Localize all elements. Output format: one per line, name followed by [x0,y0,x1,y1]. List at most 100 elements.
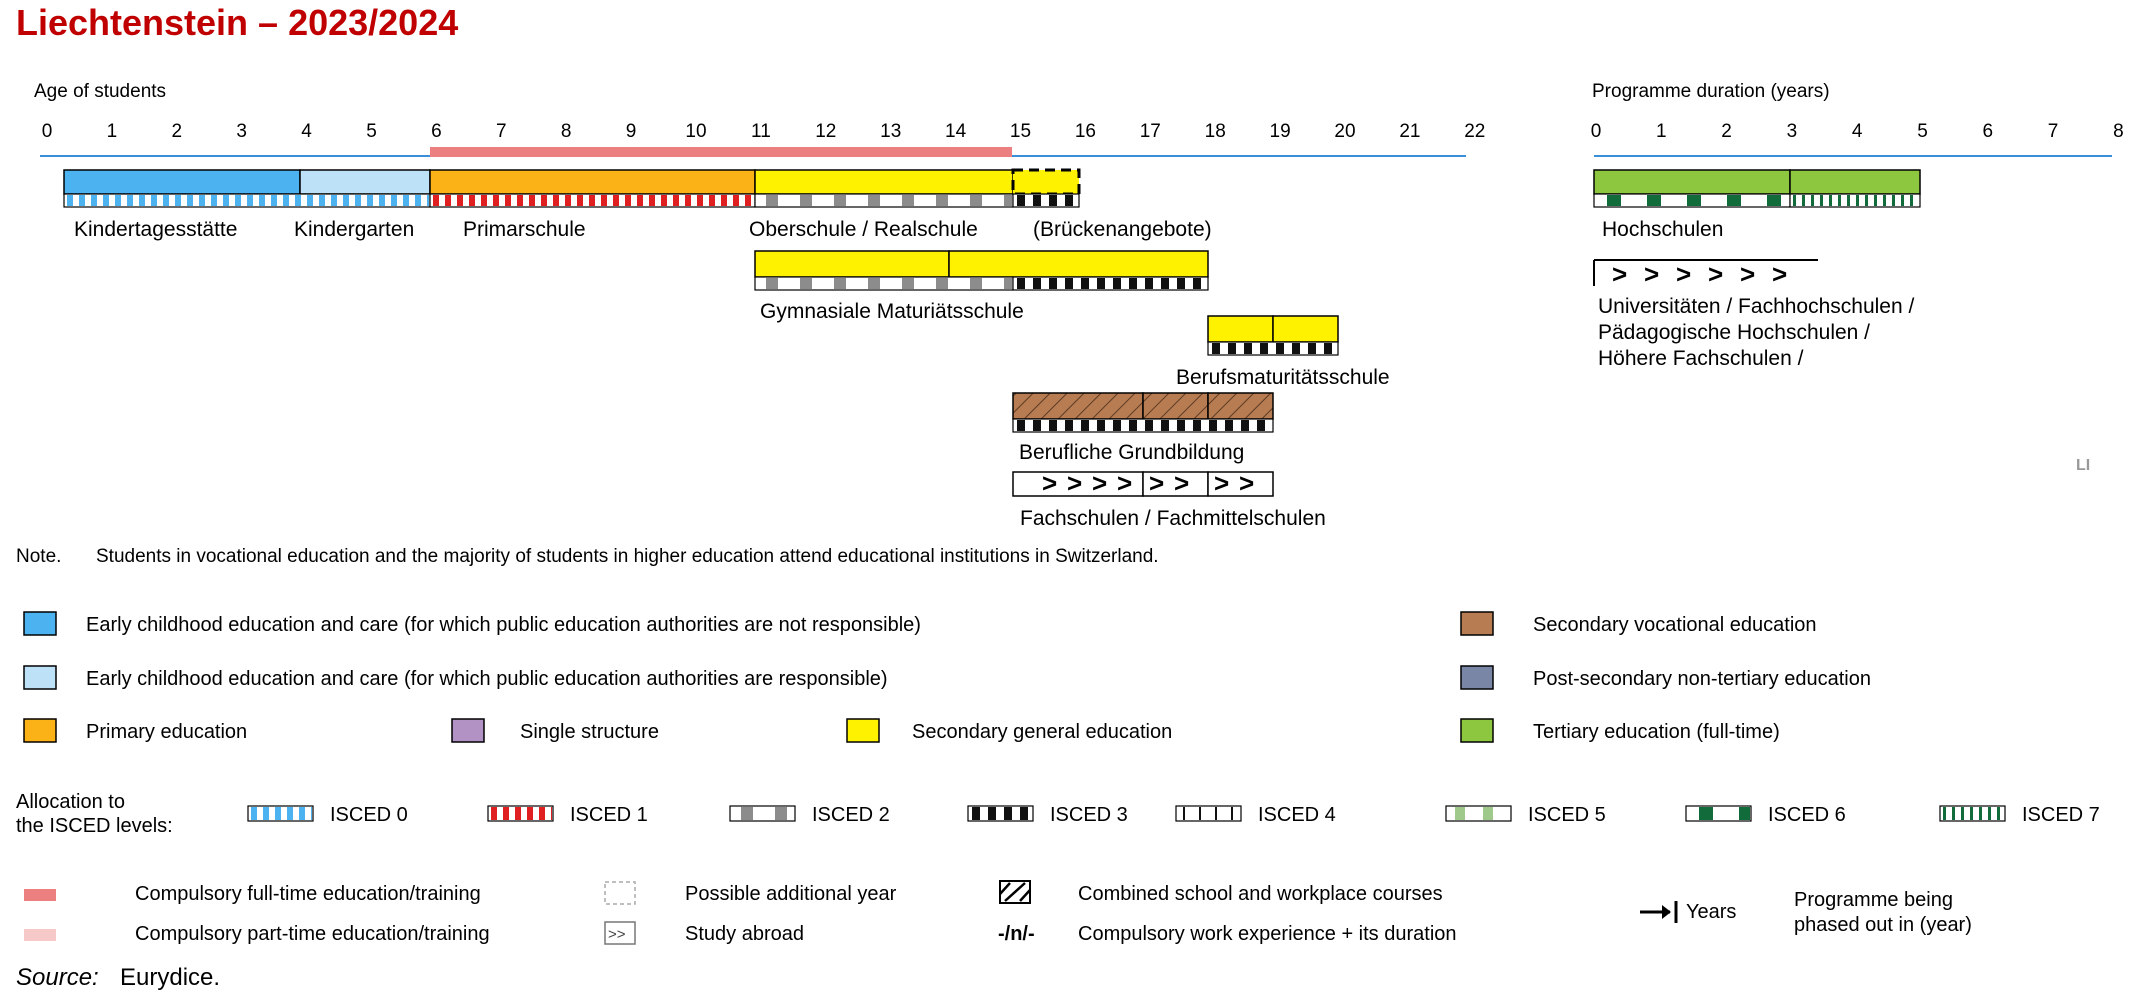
chevron-abroad: > [1676,259,1691,289]
age-tick-10: 10 [685,121,706,142]
isced2-swatch [729,805,796,822]
abroad-label-1: Universitäten / Fachhochschulen / [1598,295,1914,318]
age-tick-9: 9 [626,121,637,142]
duration-axis-label: Programme duration (years) [1592,81,1830,102]
isced3-swatch [967,805,1034,822]
duration-tick-7: 7 [2048,121,2059,142]
age-tick-8: 8 [561,121,572,142]
age-tick-17: 17 [1140,121,1161,142]
isced3-label: ISCED 3 [1050,804,1128,826]
phased-out-label-2: phased out in (year) [1794,914,1972,936]
berufliche-bar-1 [1012,392,1144,420]
isced5-label: ISCED 5 [1528,804,1606,826]
abroad-label-2: Pädagogische Hochschulen / [1598,321,1870,344]
age-tick-21: 21 [1399,121,1420,142]
isced-strips [63,193,1921,433]
years-arrow-icon [1640,901,1678,923]
hochschulen-bar-2 [1789,169,1921,195]
chevron-0: > [1067,468,1082,498]
age-tick-12: 12 [815,121,836,142]
isced-legend: Allocation to the ISCED levels: ISCED 0 I… [16,791,2100,837]
primarschule-label: Primarschule [463,218,586,241]
legend-secondary-vocational: Secondary vocational education [1533,614,1817,636]
legend-post-secondary: Post-secondary non-tertiary education [1533,668,1871,690]
compulsory-part-label: Compulsory part-time education/training [135,923,490,945]
duration-tick-6: 6 [1983,121,1994,142]
study-abroad-label: Study abroad [685,923,804,945]
work-experience-label: Compulsory work experience + its duratio… [1078,923,1457,945]
isced3-strip-berufliche [1012,418,1274,433]
kita-bar [63,169,301,195]
brueckenangebote-bar [1011,168,1081,196]
years-label: Years [1686,901,1736,923]
isced7-swatch [1939,805,2006,822]
programme-bars [63,168,1921,497]
fachschulen-bar-1 [1012,471,1144,497]
chevron-0: > [1117,468,1132,498]
age-axis-label: Age of students [34,81,166,102]
berufliche-bar-2 [1142,392,1209,420]
abroad-label-3: Höhere Fachschulen / [1598,347,1804,370]
chevron-2: > [1214,468,1229,498]
isced-label-2: the ISCED levels: [16,815,173,837]
hochschulen-bar-1 [1593,169,1791,195]
isced2-label: ISCED 2 [812,804,890,826]
legend-swatch-primary [23,718,57,743]
chevron-abroad: > [1644,259,1659,289]
phased-out-label-1: Programme being [1794,889,1953,911]
isced5-swatch [1445,805,1512,822]
note-label: Note. [16,546,61,567]
isced0-swatch [247,805,314,822]
isced1-strip-primary [429,193,756,208]
legend-ecec-responsible: Early childhood education and care (for … [86,668,888,690]
isced0-label: ISCED 0 [330,804,408,826]
additional-year-label: Possible additional year [685,883,897,905]
age-tick-3: 3 [236,121,247,142]
age-tick-11: 11 [751,121,771,142]
additional-year-icon [604,881,636,905]
berufliche-label: Berufliche Grundbildung [1019,441,1244,464]
berufsmaturitaet-label: Berufsmaturitätsschule [1176,366,1390,389]
chevron-0: > [1092,468,1107,498]
berufliche-bar-3 [1207,392,1274,420]
age-tick-4: 4 [301,121,312,142]
hochschulen-label: Hochschulen [1602,218,1723,241]
age-tick-15: 15 [1010,121,1031,142]
isced6-strip-hochschulen [1593,193,1791,208]
programme-labels: Kindertagesstätte Kindergarten Primarsch… [74,218,1914,530]
isced-label-1: Allocation to [16,791,125,813]
compulsory-full-time-bar [430,147,1012,157]
chevron-abroad: > [1612,259,1627,289]
symbol-legend: Compulsory full-time education/training … [24,880,1972,945]
chevron-0: > [1042,468,1057,498]
source-label: Source: [16,964,99,991]
isced3-strip-bruecken [1012,193,1080,208]
chevron-abroad: > [1740,259,1755,289]
isced1-label: ISCED 1 [570,804,648,826]
age-tick-22: 22 [1464,121,1485,142]
duration-tick-4: 4 [1852,121,1863,142]
isced3-strip-berufsmaturitaet [1207,341,1339,356]
compulsory-part-swatch [24,929,56,941]
kindergarten-label: Kindergarten [294,218,414,241]
chevron-2: > [1239,468,1254,498]
brueckenangebote-label: (Brückenangebote) [1033,218,1212,241]
gymnasium-lower-bar [754,250,950,278]
age-tick-13: 13 [880,121,901,142]
duration-tick-3: 3 [1787,121,1798,142]
legend-tertiary: Tertiary education (full-time) [1533,721,1780,743]
age-tick-20: 20 [1334,121,1355,142]
isced6-label: ISCED 6 [1768,804,1846,826]
legend-primary: Primary education [86,721,247,743]
gymnasium-label: Gymnasiale Maturiätsschule [760,300,1024,323]
age-tick-18: 18 [1205,121,1226,142]
kita-label: Kindertagesstätte [74,218,237,241]
isced7-strip-hochschulen [1789,193,1921,208]
isced3-strip-gymnasium [1012,276,1209,291]
duration-tick-0: 0 [1591,121,1602,142]
